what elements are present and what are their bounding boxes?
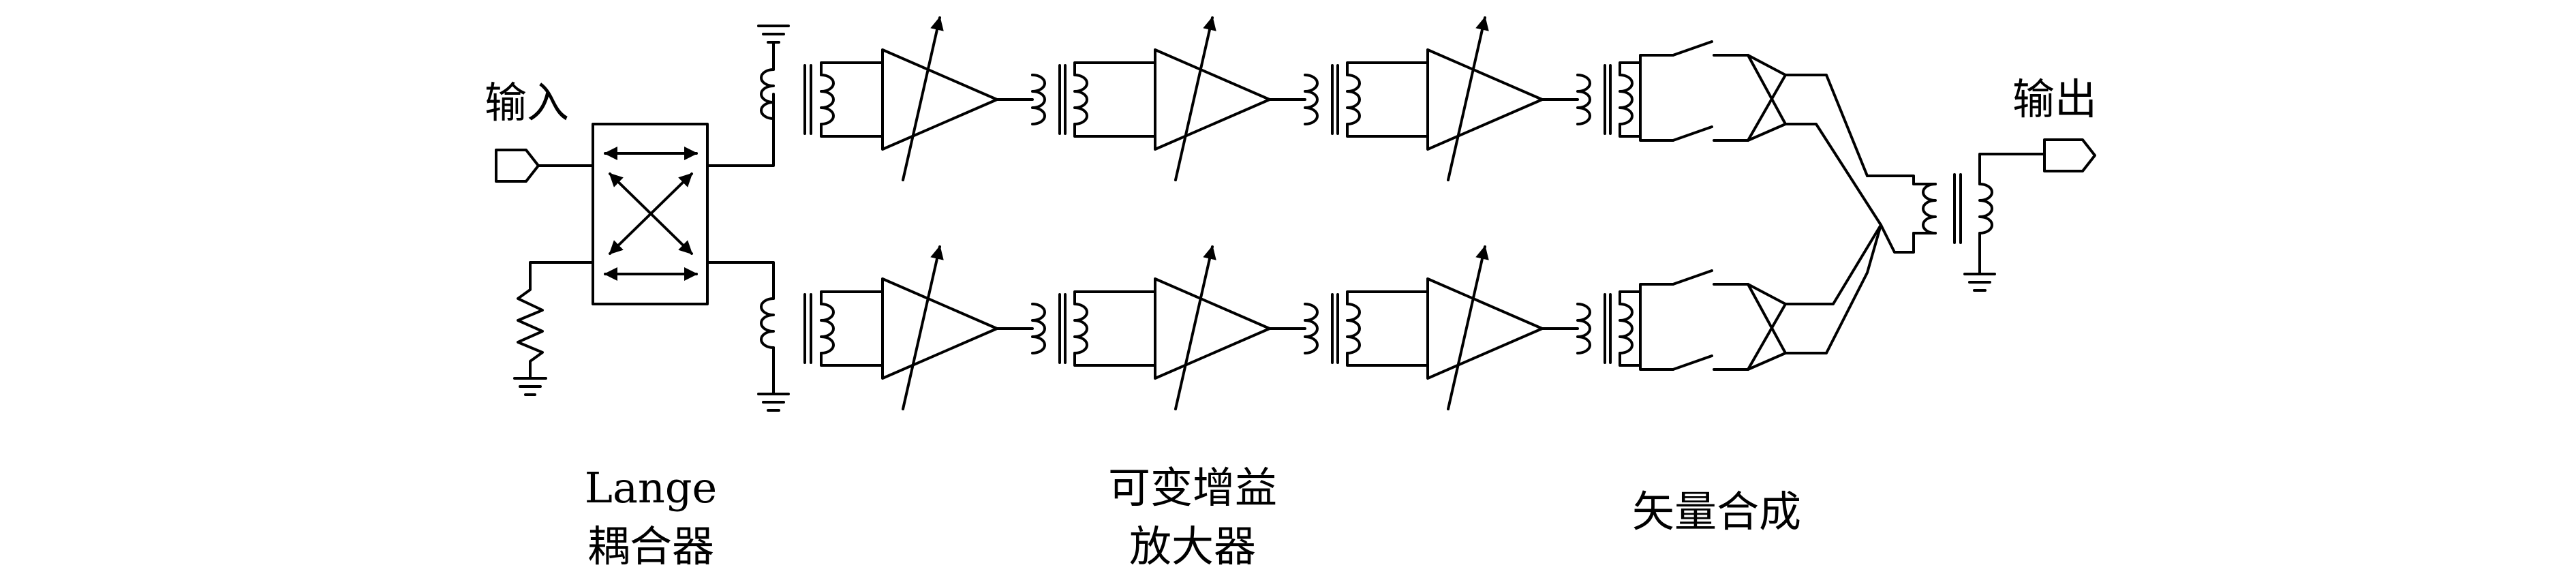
vga-label-line1: 可变增益	[1107, 463, 1277, 513]
circuit-diagram	[495, 0, 2096, 412]
vector-sum-label: 矢量合成	[1632, 487, 1802, 536]
output-transformer	[1866, 153, 2046, 292]
termination-resistor	[513, 261, 594, 396]
vga-label-line2: 放大器	[1129, 521, 1256, 571]
coupler-label-line1: Lange	[584, 463, 718, 513]
vga-label: 可变增益 放大器	[1090, 459, 1295, 576]
upper-amplifier-chain	[760, 18, 1882, 226]
coupler-label-line2: 耦合器	[587, 521, 714, 571]
lower-amplifier-chain	[760, 224, 1882, 409]
output-port	[2043, 138, 2096, 172]
input-port	[495, 149, 594, 183]
ground-symbol-top	[757, 25, 790, 47]
lange-coupler	[592, 93, 775, 305]
coupler-label: Lange 耦合器	[579, 459, 722, 576]
output-label: 输出	[2012, 74, 2098, 124]
ground-symbol-bottom	[757, 346, 790, 412]
input-label: 输入	[485, 78, 570, 127]
